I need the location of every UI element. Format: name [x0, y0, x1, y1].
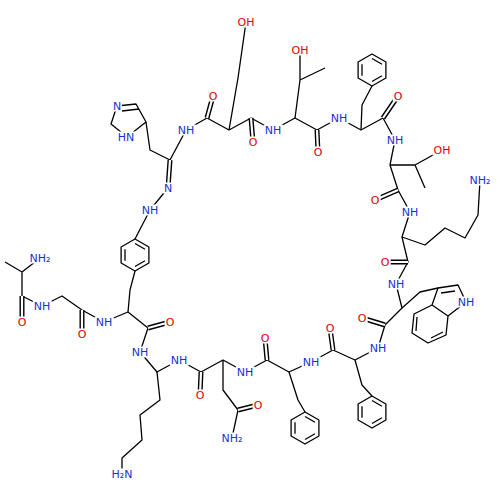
atom-label: O	[248, 137, 259, 148]
side-chains	[5, 22, 480, 472]
atom-label: NH	[401, 207, 420, 218]
atom-label: NH	[387, 279, 406, 290]
aromatic-bonds	[295, 417, 315, 440]
atom-label: OH	[237, 17, 256, 28]
atom-label: O	[313, 147, 324, 158]
atom-label: O	[357, 313, 368, 324]
macrocycle-backbone	[128, 118, 410, 372]
atom-label: NH	[95, 317, 114, 328]
atom-label: O	[77, 329, 88, 340]
phenyl-ring	[358, 54, 386, 86]
atom-label: OH	[433, 145, 452, 156]
atom-label: O	[380, 257, 391, 268]
phenylene-ring	[121, 239, 149, 271]
atom-label: N	[163, 183, 173, 194]
double-bond-gap	[22, 96, 408, 410]
atom-label: NH	[302, 357, 321, 368]
atom-label: NH	[457, 297, 476, 308]
aromatic-bonds	[362, 59, 382, 82]
atom-label: O	[253, 400, 264, 411]
atom-label: N	[112, 101, 122, 112]
atom-label: OH	[291, 45, 310, 56]
indole-ring	[412, 285, 466, 343]
atom-label: HN	[117, 132, 136, 143]
atom-label: NH	[369, 343, 388, 354]
atom-label: O	[370, 195, 381, 206]
phenyl-ring	[358, 396, 386, 428]
atom-label: O	[325, 323, 336, 334]
aromatic-bonds	[362, 401, 382, 424]
double-bond-outer	[22, 96, 408, 410]
atom-label: O	[165, 317, 176, 328]
atom-label: NH	[236, 367, 255, 378]
atom-label: O	[17, 317, 28, 328]
atom-label: NH	[264, 125, 283, 136]
atom-label: NH	[386, 135, 405, 146]
phenyl-ring	[291, 412, 319, 444]
atom-label: H₂N	[111, 469, 134, 480]
atom-label: NH₂	[221, 433, 244, 444]
atom-label: NH	[170, 355, 189, 366]
atom-label: O	[260, 333, 271, 344]
atom-label: NH	[131, 347, 150, 358]
atom-label: NH₂	[29, 253, 52, 264]
atom-label: O	[393, 91, 404, 102]
atom-label: NH₂	[469, 175, 492, 186]
atom-label: NH	[33, 301, 52, 312]
atom-label: NH	[177, 125, 196, 136]
atom-label: O	[195, 390, 206, 401]
atom-label: NH	[141, 205, 160, 216]
atom-label: NH	[330, 113, 349, 124]
atom-label: O	[208, 91, 219, 102]
aromatic-bonds	[125, 244, 145, 267]
bonds	[5, 22, 480, 472]
